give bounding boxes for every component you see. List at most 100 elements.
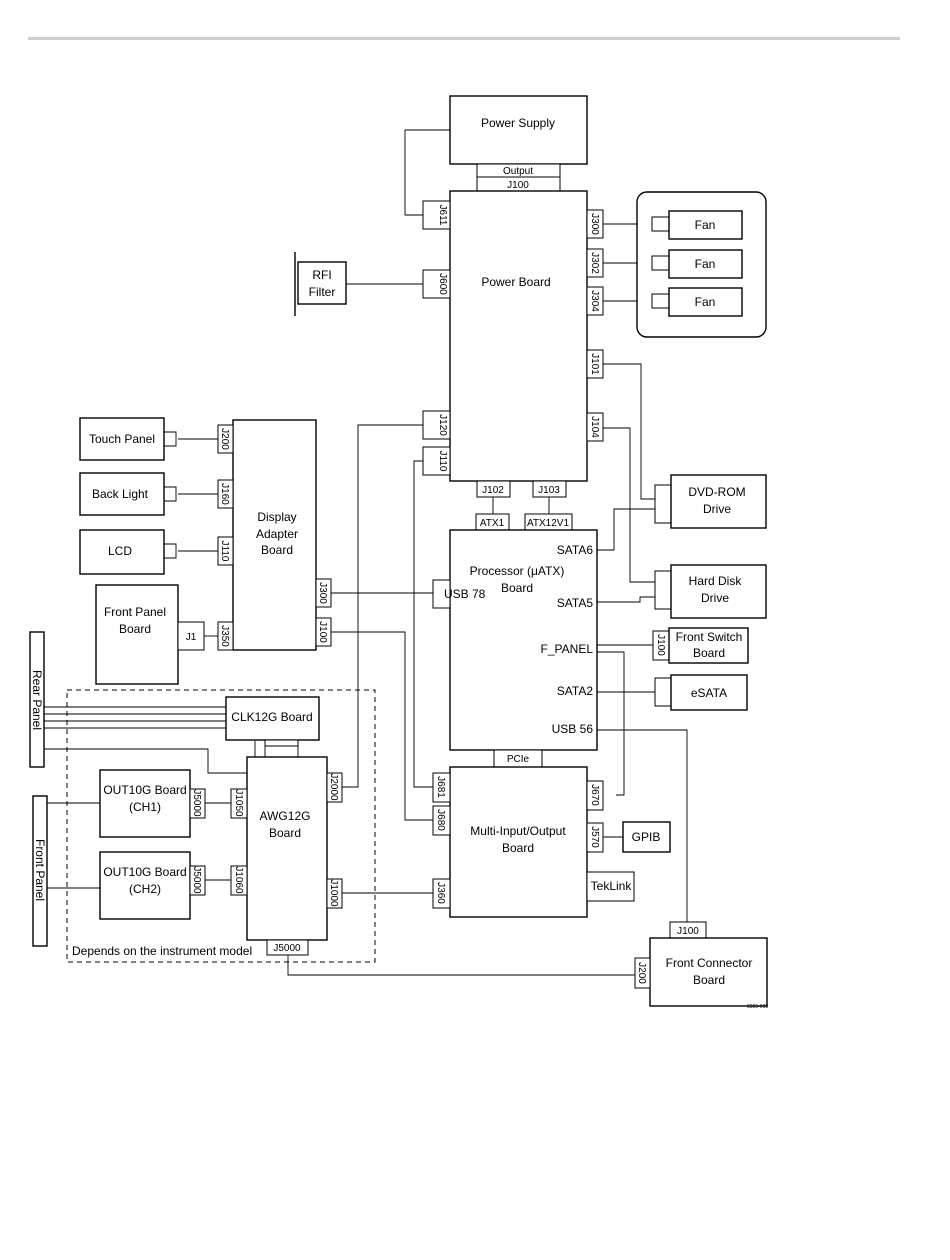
- ps-output-label: Output: [503, 166, 533, 177]
- front-panel-label: Front Panel: [33, 839, 47, 901]
- wire-sata5-hdd: [597, 596, 655, 603]
- pb-j101: [586, 349, 604, 379]
- display-adapter-label-1: Display: [257, 510, 296, 524]
- awg12g-box: [246, 756, 328, 941]
- pb-j101-label: J101: [589, 353, 600, 375]
- out2-j5000: [189, 865, 206, 896]
- out10g-ch1-label-2: (CH1): [129, 800, 161, 814]
- power-supply-box: [449, 95, 588, 165]
- wire-j104-hdd: [603, 427, 655, 583]
- pb-j600: [422, 269, 451, 299]
- fan2-box: [668, 249, 743, 279]
- pb-j120-label: J120: [437, 414, 448, 436]
- da-j160: [217, 479, 234, 509]
- dvd-rom-label-1: DVD-ROM: [688, 485, 745, 499]
- out1-j5000: [189, 788, 206, 819]
- da-j350-label: J350: [219, 625, 230, 647]
- da-j100: [315, 617, 332, 647]
- awg-j1050: [230, 788, 248, 819]
- pb-j302: [586, 248, 604, 278]
- pr-pcie-label: PCIe: [507, 754, 530, 765]
- fan3-connector: [651, 293, 670, 309]
- teklink-label: TekLink: [591, 879, 633, 893]
- wire-j101-dvd: [603, 363, 655, 500]
- figure-id: 0305-008: [747, 1004, 768, 1010]
- pb-j600-label: J600: [437, 273, 448, 295]
- hard-disk-label-2: Drive: [701, 591, 729, 605]
- awg-j1000: [326, 878, 343, 909]
- wire-j110-j681: [413, 460, 433, 788]
- wire-lcd: [164, 543, 177, 559]
- awg-j2000: [326, 772, 343, 803]
- out10g-ch1-label-1: OUT10G Board: [103, 783, 186, 797]
- pr-sata5-label: SATA5: [557, 596, 594, 610]
- pr-usb56-label: USB 56: [552, 722, 594, 736]
- wire-usb56-fc: [597, 729, 688, 922]
- out2-j5000-label: J5000: [191, 866, 202, 894]
- front-panel-board-label-2: Board: [119, 622, 151, 636]
- touch-panel-box: [79, 417, 165, 461]
- fan3-label: Fan: [695, 295, 716, 309]
- pb-j304-label: J304: [589, 290, 600, 312]
- rear-panel-box: [29, 631, 45, 768]
- awg12g-label-1: AWG12G: [260, 809, 311, 823]
- da-j350: [217, 621, 234, 651]
- mio-j670: [586, 780, 604, 811]
- ps-j100-label: J100: [507, 180, 529, 191]
- wire-sata6-dvd: [597, 508, 655, 551]
- pb-j304: [586, 286, 604, 316]
- pr-usb78-connector: [432, 579, 451, 609]
- out10g-ch2-label-1: OUT10G Board: [103, 865, 186, 879]
- awg-j5000-label: J5000: [273, 943, 301, 954]
- rfi-label-1: RFI: [312, 268, 331, 282]
- da-j300-label: J300: [317, 582, 328, 604]
- rfi-label-2: Filter: [309, 285, 336, 299]
- mio-label-2: Board: [502, 841, 534, 855]
- pb-j120: [422, 410, 451, 440]
- back-light-box: [79, 472, 165, 516]
- front-connector-label-2: Board: [693, 973, 725, 987]
- mio-j360: [432, 878, 451, 909]
- mio-j680-label: J680: [435, 809, 446, 831]
- depends-note: Depends on the instrument model: [72, 944, 252, 958]
- fc-j100-label: J100: [677, 926, 699, 937]
- front-panel-box: [32, 795, 48, 947]
- pb-j103-label: J103: [538, 485, 560, 496]
- wire-j5000-fc: [287, 955, 635, 976]
- hard-disk-label-1: Hard Disk: [689, 574, 743, 588]
- wire-j100-j680: [330, 631, 433, 821]
- teklink-box: [586, 871, 635, 902]
- wire-j120-j2000: [342, 424, 423, 788]
- power-board-box: [449, 190, 588, 482]
- pb-j110: [422, 446, 451, 476]
- pb-j300: [586, 209, 604, 239]
- da-j200: [217, 424, 234, 454]
- wire-ps-j611: [404, 129, 450, 216]
- dvd-rom-box: [670, 474, 767, 529]
- display-adapter-label-3: Board: [261, 543, 293, 557]
- front-switch-label-2: Board: [693, 646, 725, 660]
- lcd-label: LCD: [108, 544, 132, 558]
- pb-right-connectors: J300 J302 J304 J101 J104: [586, 209, 604, 442]
- mio-j570-label: J570: [589, 826, 600, 848]
- pr-atx12v1-label: ATX12V1: [527, 518, 569, 529]
- da-j110: [217, 536, 234, 566]
- instrument-model-region: [66, 689, 376, 963]
- dvd-connector: [654, 484, 672, 524]
- pb-j302-label: J302: [589, 252, 600, 274]
- gpib-label: GPIB: [632, 830, 661, 844]
- awg-j5000: [266, 939, 309, 956]
- front-connector-label-1: Front Connector: [666, 956, 753, 970]
- processor-box: [449, 529, 598, 751]
- pb-j102-label: J102: [482, 485, 504, 496]
- awg-j1060-label: J1060: [233, 866, 244, 894]
- awg-j1000-label: J1000: [328, 879, 339, 907]
- pb-j611-label: J611: [437, 205, 448, 226]
- da-j160-label: J160: [219, 483, 230, 505]
- awg12g-label-2: Board: [269, 826, 301, 840]
- dvd-rom-label-2: Drive: [703, 502, 731, 516]
- esata-connector: [654, 677, 672, 707]
- mio-j681-label: J681: [435, 776, 446, 798]
- wire-touch: [164, 431, 177, 447]
